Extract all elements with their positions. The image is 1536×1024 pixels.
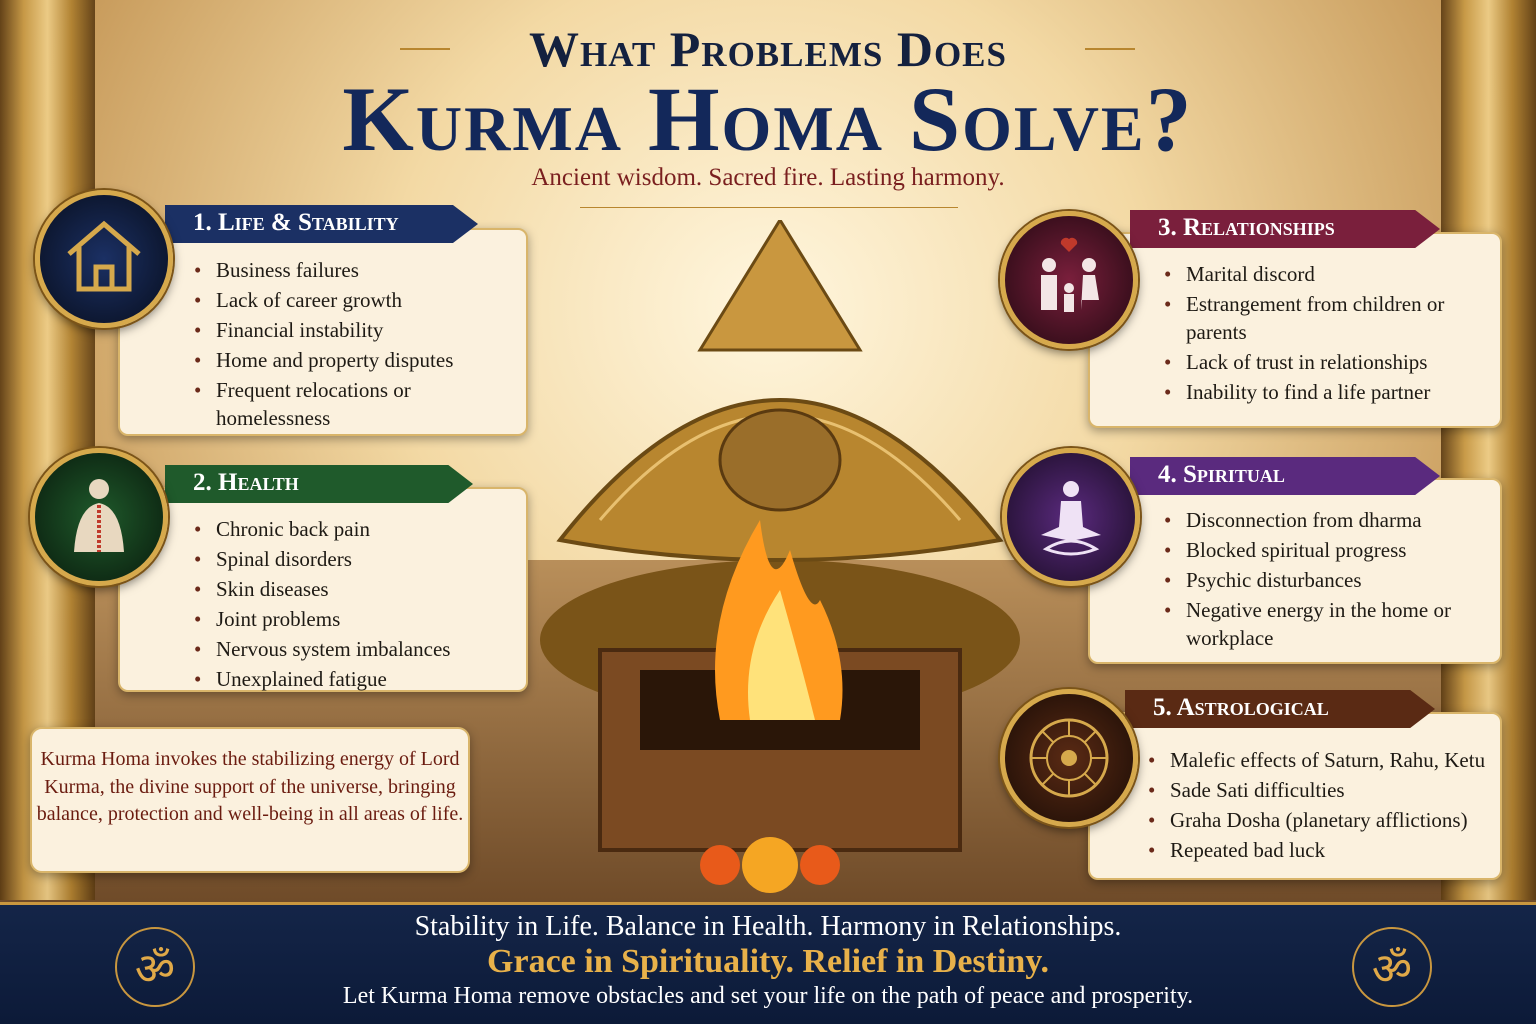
footer-line1: Stability in Life. Balance in Health. Ha… (414, 911, 1122, 942)
zodiac-wheel-icon (1000, 689, 1138, 827)
footer-line2: Grace in Spirituality. Relief in Destiny… (487, 943, 1049, 980)
section-title: 5. Astrological (1125, 690, 1435, 728)
list-item: Financial instability (194, 316, 526, 344)
title-line1: What Problems Does (529, 21, 1007, 77)
section-title: 3. Relationships (1130, 210, 1440, 248)
ornament (580, 207, 958, 208)
list-item: Home and property disputes (194, 346, 526, 374)
house-icon (35, 190, 173, 328)
section-card: Disconnection from dharmaBlocked spiritu… (1088, 478, 1502, 664)
footer-banner: ॐ ॐ Stability in Life. Balance in Health… (0, 902, 1536, 1024)
list-item: Psychic disturbances (1164, 566, 1500, 594)
list-item: Blocked spiritual progress (1164, 536, 1500, 564)
list-item: Joint problems (194, 605, 526, 633)
subtitle: Ancient wisdom. Sacred fire. Lasting har… (531, 164, 1005, 191)
list-item: Business failures (194, 256, 526, 284)
section-card: Malefic effects of Saturn, Rahu, KetuSad… (1088, 712, 1502, 880)
spine-icon (30, 448, 168, 586)
list-item: Negative energy in the home or workplace (1164, 596, 1500, 652)
section-title: 4. Spiritual (1130, 457, 1440, 495)
title-line2: Kurma Homa Solve? (342, 68, 1194, 170)
section-card: Chronic back painSpinal disordersSkin di… (118, 487, 528, 693)
om-icon: ॐ (115, 927, 195, 1007)
meditation-icon (1002, 448, 1140, 586)
list-item: Lack of trust in relationships (1164, 348, 1500, 376)
list-item: Repeated bad luck (1148, 836, 1500, 864)
kurma-turtle-fire-illustration (540, 220, 1020, 893)
list-item: Unexplained fatigue (194, 665, 526, 693)
list-item: Frequent relocations or homelessness (194, 376, 526, 432)
family-icon (1000, 211, 1138, 349)
list-item: Chronic back pain (194, 515, 526, 543)
list-item: Lack of career growth (194, 286, 526, 314)
om-icon: ॐ (1352, 927, 1432, 1007)
list-item: Skin diseases (194, 575, 526, 603)
section-title: 2. Health (165, 465, 473, 503)
list-item: Sade Sati difficulties (1148, 776, 1500, 804)
footer-line3: Let Kurma Homa remove obstacles and set … (342, 983, 1194, 1009)
ornament (1085, 48, 1135, 50)
list-item: Graha Dosha (planetary afflictions) (1148, 806, 1500, 834)
list-item: Inability to find a life partner (1164, 378, 1500, 406)
ornament (400, 48, 450, 50)
section-title: 1. Life & Stability (165, 205, 478, 243)
list-item: Marital discord (1164, 260, 1500, 288)
list-item: Disconnection from dharma (1164, 506, 1500, 534)
list-item: Estrangement from children or parents (1164, 290, 1500, 346)
section-card: Marital discordEstrangement from childre… (1088, 232, 1502, 428)
list-item: Malefic effects of Saturn, Rahu, Ketu (1148, 746, 1500, 774)
section-card: Business failuresLack of career growthFi… (118, 228, 528, 436)
list-item: Nervous system imbalances (194, 635, 526, 663)
kurma-quote-box: Kurma Homa invokes the stabilizing energ… (30, 727, 470, 873)
list-item: Spinal disorders (194, 545, 526, 573)
